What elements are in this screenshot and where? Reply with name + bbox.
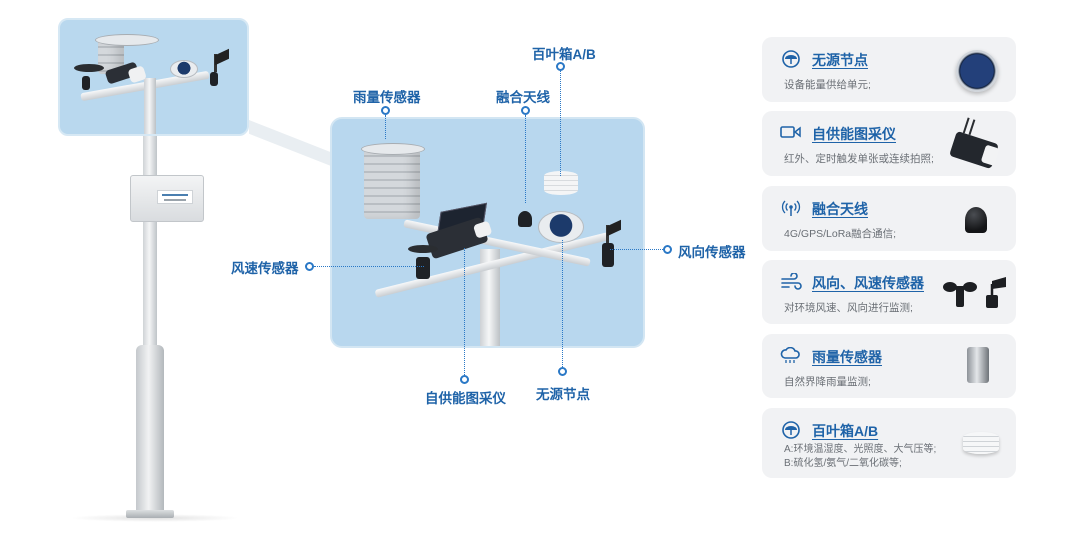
callout-antenna-label: 融合天线 [496, 90, 550, 105]
video-camera-icon [780, 124, 802, 142]
card-desc: 4G/GPS/LoRa融合通信; [784, 228, 897, 240]
component-card-wind[interactable]: 风向、风速传感器 对环境风速、风向进行监测; [762, 260, 1016, 324]
pole-top-inset [58, 18, 249, 136]
wind-vane-small [210, 54, 218, 86]
callout-antenna-line [525, 115, 526, 203]
callout-wind-speed-dot [305, 262, 314, 271]
card-desc-b: B:硫化氢/氨气/二氧化碳等; [784, 458, 902, 469]
card-desc-a: A:环境温湿度、光照度、大气压等; [784, 444, 937, 455]
callout-rain-dot [381, 106, 390, 115]
callout-louver-line [560, 71, 561, 176]
callout-louver-dot [556, 62, 565, 71]
antenna-device [518, 211, 532, 227]
callout-wind-speed-line [314, 266, 424, 267]
mast [480, 249, 500, 346]
callout-rain-line [385, 115, 386, 139]
card-desc: 红外、定时触发单张或连续拍照; [784, 153, 934, 165]
louver-box-image [963, 432, 999, 454]
anemometer [408, 245, 438, 279]
pole-lower [136, 345, 164, 515]
control-box [130, 175, 204, 222]
rain-gauge-small [95, 34, 159, 74]
card-title: 自供能图采仪 [812, 126, 896, 142]
callout-camera-dot [460, 375, 469, 384]
callout-node-label: 无源节点 [536, 387, 590, 402]
card-desc: 自然界降雨量监测; [784, 376, 871, 388]
callout-node-dot [558, 367, 567, 376]
rain-cloud-icon [780, 346, 802, 365]
card-title: 风向、风速传感器 [812, 275, 924, 291]
mast-small [144, 78, 156, 134]
louver-box [544, 171, 578, 195]
callout-camera-line [464, 248, 465, 375]
signal-antenna-icon [780, 199, 802, 217]
umbrella-icon [780, 421, 802, 439]
control-box-label [157, 190, 193, 204]
card-desc: 对环境风速、风向进行监测; [784, 302, 913, 314]
component-card-antenna[interactable]: 融合天线 4G/GPS/LoRa融合通信; [762, 186, 1016, 251]
component-card-louver[interactable]: 百叶箱A/B A:环境温湿度、光照度、大气压等; B:硫化氢/氨气/二氧化碳等; [762, 408, 1016, 478]
node-device [538, 211, 584, 243]
pole-shadow [70, 514, 240, 522]
node-device-image [956, 50, 998, 92]
card-title: 无源节点 [812, 52, 868, 68]
callout-louver-label: 百叶箱A/B [532, 47, 596, 62]
card-title: 雨量传感器 [812, 349, 882, 365]
station-detail-panel [330, 117, 645, 348]
card-desc: 设备能量供给单元; [784, 79, 871, 91]
wind-sensors-image [942, 275, 1012, 309]
rain-gauge-image [967, 347, 989, 383]
zoom-connector [249, 120, 331, 166]
component-card-camera[interactable]: 自供能图采仪 红外、定时触发单张或连续拍照; [762, 111, 1016, 176]
callout-wind-dir-line [610, 249, 663, 250]
antenna-device-image [965, 207, 987, 233]
node-small [170, 60, 198, 78]
component-card-node[interactable]: 无源节点 设备能量供给单元; [762, 37, 1016, 102]
callout-camera-label: 自供能图采仪 [425, 391, 506, 406]
callout-wind-dir-label: 风向传感器 [678, 245, 746, 260]
component-card-rain[interactable]: 雨量传感器 自然界降雨量监测; [762, 334, 1016, 398]
wind-vane [602, 225, 614, 267]
rain-gauge [361, 143, 425, 219]
callout-antenna-dot [521, 106, 530, 115]
card-title: 百叶箱A/B [812, 423, 879, 439]
pole-foot [126, 510, 174, 518]
anemometer-small [74, 64, 104, 90]
callout-node-line [562, 240, 563, 367]
umbrella-icon [780, 50, 802, 68]
callout-wind-dir-dot [663, 245, 672, 254]
card-title: 融合天线 [812, 201, 868, 217]
callout-wind-speed-label: 风速传感器 [231, 261, 299, 276]
callout-rain-label: 雨量传感器 [353, 90, 421, 105]
wind-icon [780, 272, 802, 291]
camera-device-image [949, 130, 999, 170]
